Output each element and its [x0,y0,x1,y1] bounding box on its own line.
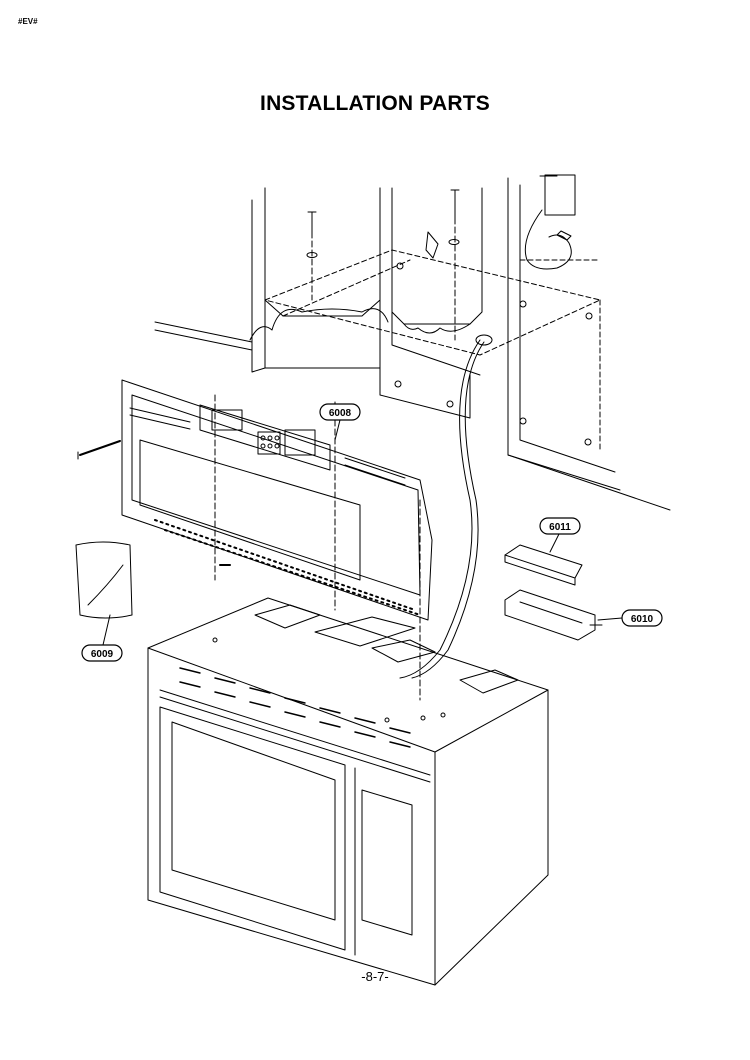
page-title: INSTALLATION PARTS [260,92,490,115]
page-number: -8-7- [361,969,389,984]
mounting-plate-6008 [121,379,433,701]
callout-label-6008: 6008 [329,408,352,419]
screws [77,175,558,566]
callout-label-6011: 6011 [549,522,571,533]
callout-6011: 6011 [539,517,581,535]
callout-6010: 6010 [621,609,663,627]
document-code: #EV# [18,17,38,26]
callout-label-6009: 6009 [91,649,114,660]
bag-6009 [75,541,133,619]
damper-6011 [504,544,583,586]
bracket-6010 [504,589,603,641]
callout-6008: 6008 [319,403,361,421]
callout-6009: 6009 [81,644,123,662]
callout-label-6010: 6010 [631,614,654,625]
upper-cabinets [154,174,671,679]
microwave-oven [147,597,549,986]
callout-leaders [102,419,623,646]
